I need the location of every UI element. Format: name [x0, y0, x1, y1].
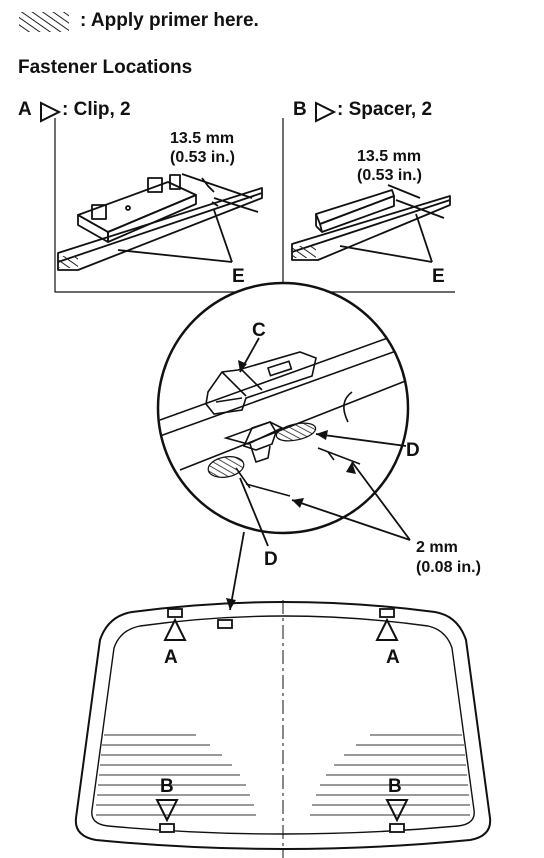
- windshield-label-a-right: A: [386, 647, 400, 668]
- panel-a-dim-mm: 13.5 mm: [170, 130, 235, 147]
- triangle-right-icon: [315, 101, 337, 123]
- detail-label-d-right: D: [406, 440, 420, 461]
- detail-label-c: C: [252, 320, 266, 341]
- triangle-right-icon: [40, 101, 62, 123]
- panel-b-callout-e: E: [432, 266, 445, 287]
- panel-a-suffix: : Clip, 2: [62, 99, 131, 120]
- hatch-swatch-icon: [19, 12, 69, 32]
- section-heading: Fastener Locations: [18, 57, 193, 78]
- windshield-label-a-left: A: [164, 647, 178, 668]
- windshield-label-b-right: B: [388, 776, 402, 797]
- panel-b-dim-mm: 13.5 mm: [357, 148, 422, 165]
- panel-b-drawing: E: [282, 118, 455, 293]
- panel-a-callout-e: E: [232, 266, 245, 287]
- panel-b-title: B: [293, 99, 307, 120]
- gap-dim-mm: 2 mm: [416, 539, 458, 556]
- detail-label-d-left: D: [264, 549, 278, 570]
- panel-a-title: A: [18, 99, 32, 120]
- panel-a-drawing: E: [54, 118, 270, 293]
- panel-a-dim-in: (0.53 in.): [170, 149, 235, 166]
- windshield-label-b-left: B: [160, 776, 174, 797]
- gap-dim-in: (0.08 in.): [416, 559, 481, 576]
- panel-b-suffix: : Spacer, 2: [337, 99, 433, 120]
- panel-b-dim-in: (0.53 in.): [357, 167, 422, 184]
- legend-text: : Apply primer here.: [80, 10, 259, 31]
